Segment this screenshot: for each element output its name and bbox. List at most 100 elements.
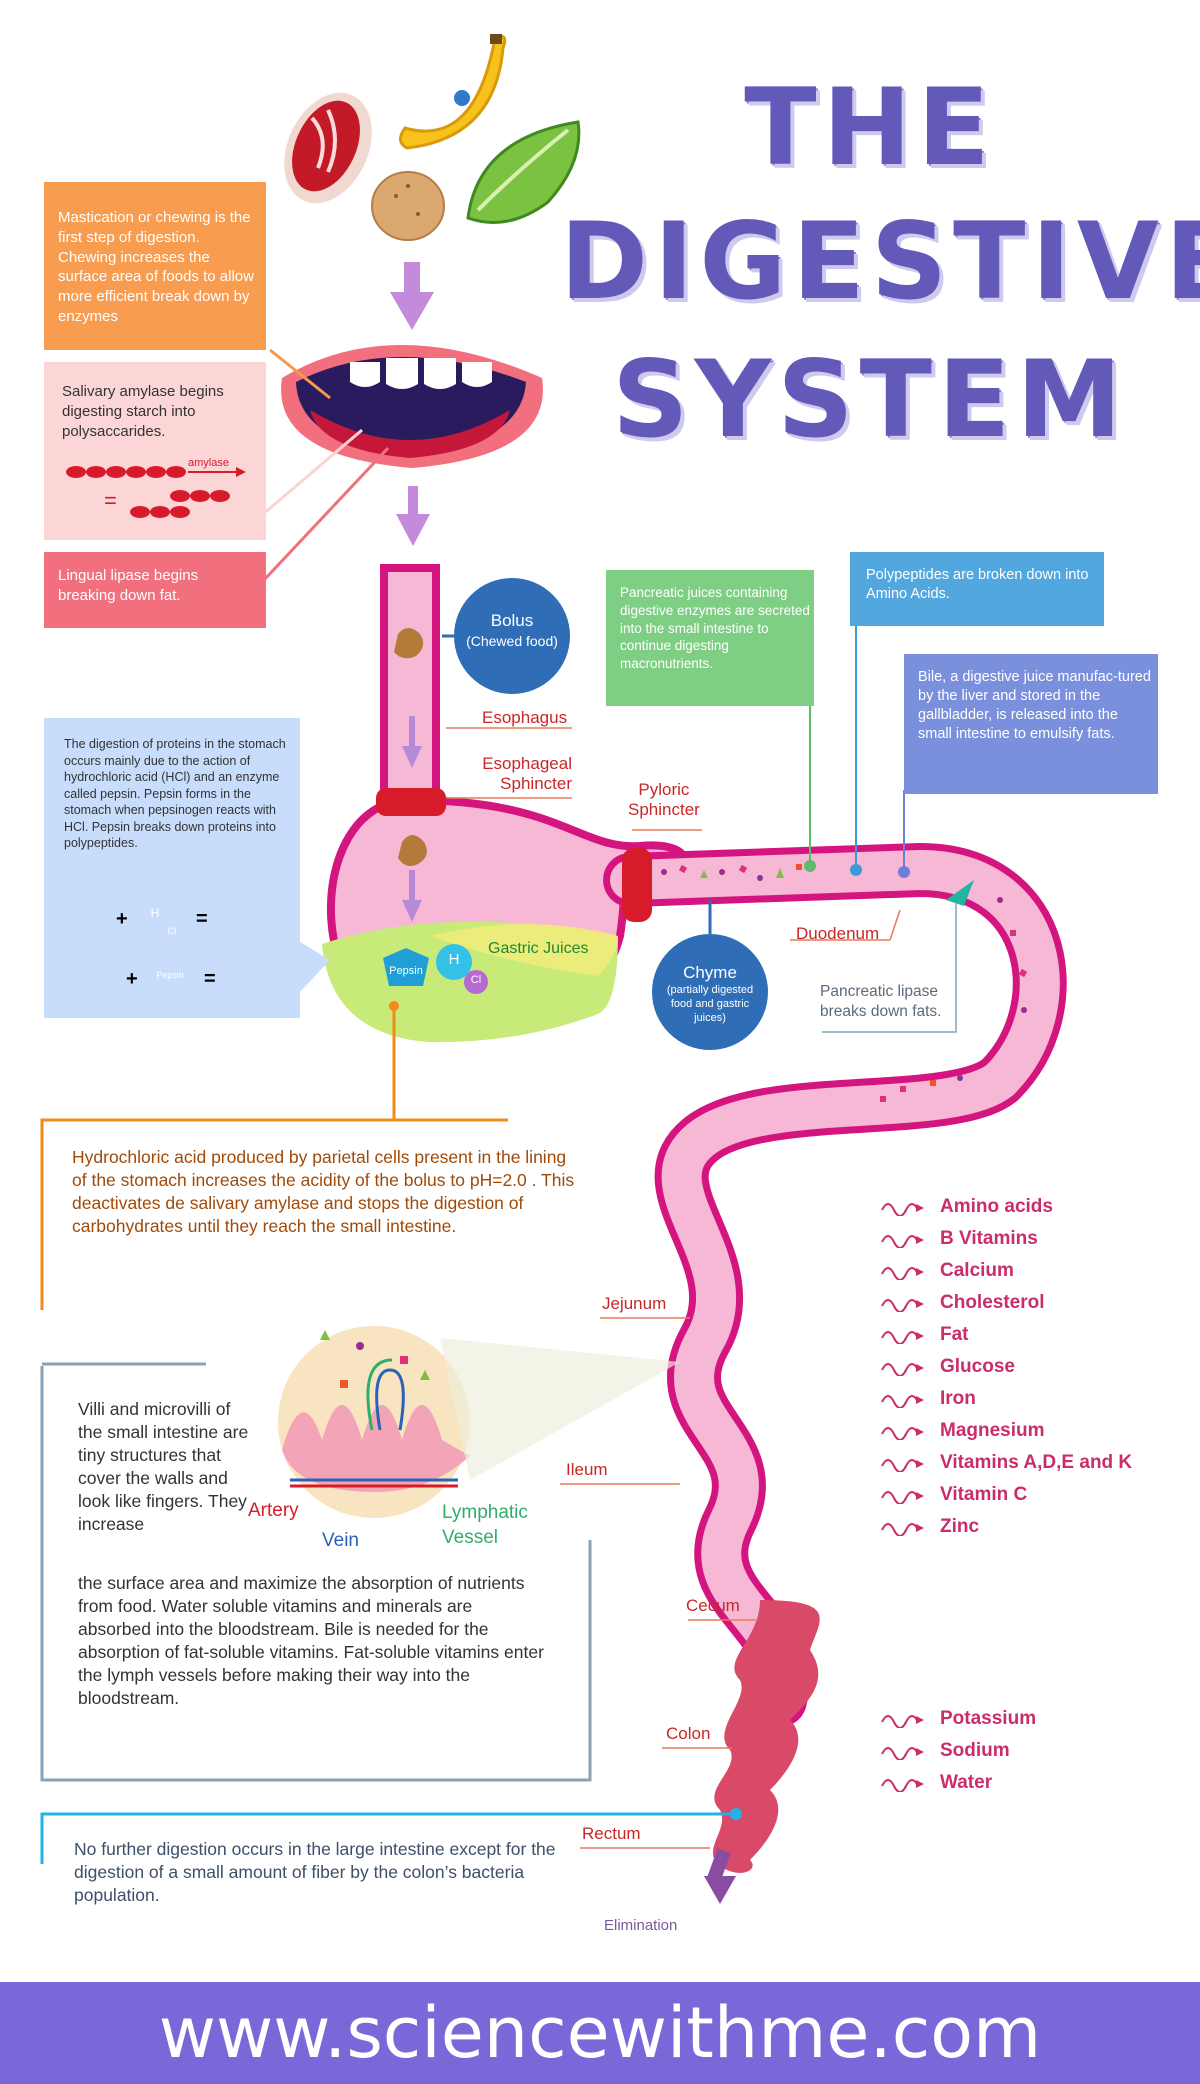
nutrient-item: B Vitamins	[880, 1228, 1038, 1250]
bolus-circle	[454, 578, 570, 694]
nutrient-label: Amino acids	[940, 1196, 1053, 1217]
cecum-label: Cecum	[686, 1596, 740, 1615]
mouth-illustration	[281, 345, 543, 468]
polypeptides-note: Polypeptides are broken down into Amino …	[866, 567, 1089, 603]
amylase-equals: =	[104, 488, 117, 513]
squiggle-arrow-icon	[881, 1331, 924, 1344]
pyloric-line-2: Sphincter	[628, 800, 700, 819]
pancreatic-note: Pancreatic juices containing digestive e…	[620, 585, 810, 672]
nutrient-item: Zinc	[880, 1516, 979, 1538]
nutrient-label: Vitamins A,D,E and K	[940, 1452, 1133, 1473]
h-atom-label: H	[150, 906, 160, 920]
cl-atom-label: Cl	[167, 926, 177, 936]
nutrient-item: Potassium	[880, 1708, 1036, 1730]
plus-sign: +	[116, 908, 128, 930]
squiggle-arrow-icon	[881, 1299, 924, 1312]
equals-sign: =	[196, 908, 208, 930]
lipase-note: Lingual lipase begins breaking down fat.	[58, 567, 199, 604]
squiggle-arrow-icon	[881, 1715, 924, 1728]
pancreatic-note-box	[606, 570, 814, 706]
artery-label: Artery	[248, 1500, 299, 1521]
villi-illustration	[278, 1326, 470, 1518]
squiggle-arrow-icon	[881, 1779, 924, 1792]
nutrient-label: Iron	[940, 1388, 976, 1409]
rectum-label: Rectum	[582, 1824, 641, 1843]
nutrient-item: Calcium	[880, 1260, 1014, 1282]
bile-note-box	[904, 654, 1158, 794]
title-line-3: SYSTEM	[612, 338, 1128, 461]
down-arrow-icon	[390, 262, 434, 330]
large-intestine	[704, 1600, 820, 1904]
lipase-note-box	[44, 552, 266, 628]
chyme-label: Chyme (partially digested food and gastr…	[656, 962, 764, 1026]
nutrient-label: Zinc	[940, 1516, 980, 1537]
chyme-subtitle: (partially digested food and gastric jui…	[666, 984, 754, 1024]
chyme-title: Chyme	[683, 963, 737, 982]
nutrient-label: Vitamin C	[940, 1484, 1028, 1505]
pyloric-line-1: Pyloric	[638, 780, 690, 799]
leader-lines	[446, 727, 901, 1849]
h-label: H	[448, 951, 460, 968]
large-intestine-note: No further digestion occurs in the large…	[74, 1839, 556, 1906]
bile-note: Bile, a digestive juice manufac-tured by…	[918, 669, 1151, 743]
nutrient-label: Sodium	[940, 1740, 1010, 1761]
stomach-note: The digestion of proteins in the stomach…	[64, 737, 286, 850]
plus-sign: +	[126, 968, 138, 990]
chyme-particles	[661, 864, 1028, 1102]
nutrient-label: B Vitamins	[940, 1228, 1038, 1249]
pancreatic-lipase-note: Pancreatic lipase breaks down fats.	[820, 983, 942, 1021]
nutrient-label: Water	[940, 1772, 993, 1793]
nutrient-item: Cholesterol	[880, 1292, 1045, 1314]
amylase-arrow-label: amylase	[188, 457, 229, 469]
jejunum-label: Jejunum	[602, 1294, 667, 1313]
stomach-note-box	[44, 718, 300, 1018]
esophageal-sphincter-line-1: Esophageal	[482, 754, 572, 773]
elimination-label: Elimination	[604, 1917, 678, 1934]
polypeptides-note-box	[850, 552, 1104, 626]
esophageal-sphincter-line-2: Sphincter	[500, 774, 572, 793]
lymphatic-vessel-label: Lymphatic Vessel	[442, 1500, 528, 1550]
steak-icon	[284, 92, 372, 204]
banana-icon	[399, 34, 507, 150]
villi-note-top: Villi and microvilli of the small intest…	[78, 1399, 249, 1535]
nutrient-item: Glucose	[880, 1356, 1015, 1378]
esophagus	[380, 564, 440, 802]
pepsin-label: Pepsin	[389, 965, 423, 977]
hcl-molecule-icon	[436, 944, 488, 994]
lymphatic-line-1: Lymphatic	[442, 1502, 528, 1523]
nutrient-item: Sodium	[880, 1740, 1010, 1762]
lettuce-icon	[466, 120, 581, 224]
potato-icon	[371, 171, 445, 241]
equals-sign: =	[204, 968, 216, 990]
bolus-label: Bolus (Chewed food)	[454, 610, 570, 651]
amylase-note: Salivary amylase begins digesting starch…	[62, 383, 224, 440]
stomach	[322, 788, 689, 1043]
squiggle-arrow-icon	[881, 1363, 924, 1376]
nutrient-label: Cholesterol	[940, 1292, 1045, 1313]
title-line-1: THE	[744, 66, 996, 189]
squiggle-arrow-icon	[881, 1523, 924, 1536]
squiggle-arrow-icon	[881, 1203, 924, 1216]
nutrient-label: Calcium	[940, 1260, 1014, 1281]
pepsin-label-small: Pepsin	[156, 970, 184, 980]
bolus-title: Bolus	[490, 611, 534, 630]
chyme-circle	[652, 934, 768, 1050]
nutrient-item: Magnesium	[880, 1420, 1045, 1442]
squiggle-arrow-icon	[881, 1491, 924, 1504]
squiggle-arrow-icon	[881, 1267, 924, 1280]
pepsin-icon	[383, 948, 429, 986]
pyloric-sphincter	[622, 848, 652, 922]
down-arrow-icon	[396, 486, 430, 546]
vein-label: Vein	[322, 1530, 359, 1551]
title-line-2: DIGESTIVE	[560, 200, 1200, 323]
esophagus-label: Esophagus	[482, 708, 568, 727]
nutrient-item: Amino acids	[880, 1196, 1053, 1218]
squiggle-arrow-icon	[881, 1427, 924, 1440]
hcl-note: Hydrochloric acid produced by parietal c…	[72, 1147, 575, 1237]
duodenum-label: Duodenum	[796, 924, 880, 943]
nutrient-item: Fat	[880, 1324, 969, 1346]
nutrient-label: Fat	[940, 1324, 969, 1345]
gastric-juices-label: Gastric Juices	[488, 940, 589, 957]
nutrient-item: Iron	[880, 1388, 976, 1410]
